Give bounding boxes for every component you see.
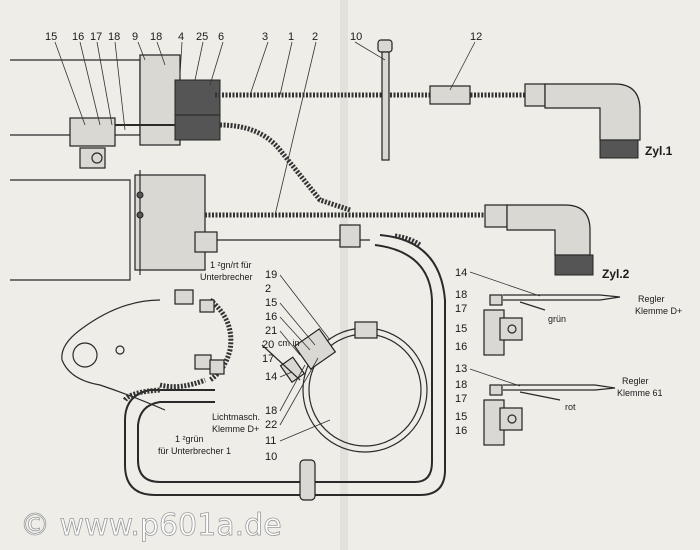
wire-color-label: rot <box>565 402 576 412</box>
right-top-labels: 14 18 17 15 16 Regler Klemme D+ grün <box>455 267 682 353</box>
cable-clamp-10-top <box>377 39 393 161</box>
part-number: 25 <box>196 31 208 43</box>
cylinder-1-lead <box>215 83 641 159</box>
engine-block <box>10 59 206 281</box>
part-number: 14 <box>455 267 467 279</box>
alternator-sketch <box>61 289 234 411</box>
part-number: 6 <box>218 31 224 43</box>
right-bottom-labels: 13 18 17 15 16 Regler Klemme 61 rot <box>455 363 663 437</box>
part-number: 18 <box>455 379 467 391</box>
cable-loop <box>122 233 446 501</box>
cylinder-1-plug-cap <box>544 83 641 141</box>
distributor-assembly <box>69 54 221 169</box>
part-number: 16 <box>455 425 467 437</box>
wire-color-label: grün <box>548 314 566 324</box>
gruen-label-1: 1 ²grün <box>175 434 204 444</box>
regler-label: Regler <box>638 294 665 304</box>
cylinder-2-lead <box>194 122 594 276</box>
part-number: 17 <box>455 303 467 315</box>
center-connector-assembly <box>261 328 337 384</box>
part-number: 18 <box>455 289 467 301</box>
part-number: 18 <box>150 31 162 43</box>
part-number: 10 <box>350 31 362 43</box>
center-part-numbers: 19 2 15 16 21 20 17 14 18 22 11 10 <box>262 269 277 463</box>
part-number: 15 <box>455 411 467 423</box>
cylinder-1-label: Zyl.1 <box>645 144 673 158</box>
klemme-61-label: Klemme 61 <box>617 388 663 398</box>
part-number: 9 <box>132 31 138 43</box>
part-number: 10 <box>265 451 277 463</box>
part-number: 22 <box>265 419 277 431</box>
center-leader-lines <box>279 274 331 442</box>
clamp-ring-11 <box>302 321 428 453</box>
part-number: 15 <box>455 323 467 335</box>
part-number: 14 <box>265 371 277 383</box>
part-number: 17 <box>90 31 102 43</box>
regler-label: Regler <box>622 376 649 386</box>
part-number: 11 <box>265 435 276 447</box>
cm-label: cm in <box>278 338 300 348</box>
part-number: 16 <box>265 311 277 323</box>
part-number: 12 <box>470 31 482 43</box>
lichtmasch-label-2: Klemme D+ <box>212 424 259 434</box>
part-number: 18 <box>108 31 120 43</box>
lichtmasch-label-1: Lichtmasch. <box>212 412 260 422</box>
part-number: 17 <box>262 353 274 365</box>
part-number: 15 <box>45 31 57 43</box>
watermark: © www.p601a.de <box>20 508 282 543</box>
unterbrecher-top-label-1: 1 ²gn/rt für <box>210 260 252 270</box>
leader-lines <box>54 41 476 216</box>
part-number: 21 <box>265 325 277 337</box>
part-number: 4 <box>178 31 184 43</box>
cylinder-2-plug-cap <box>506 204 591 256</box>
part-number: 3 <box>262 31 268 43</box>
regulator-d-plus-connector <box>483 294 621 356</box>
part-number: 16 <box>72 31 84 43</box>
distributor-body <box>69 117 116 147</box>
part-number: 13 <box>455 363 467 375</box>
regulator-61-connector <box>483 384 616 446</box>
part-number: 19 <box>265 269 277 281</box>
cylinder-2-plug <box>554 254 594 276</box>
ignition-coil-housing <box>134 174 206 271</box>
cable-clamp-10-bottom <box>299 459 316 501</box>
part-number: 2 <box>265 283 271 295</box>
top-part-numbers: 15 16 17 18 9 18 4 25 6 3 1 2 10 12 <box>45 31 482 43</box>
part-number: 16 <box>455 341 467 353</box>
part-number: 20 <box>262 339 274 351</box>
part-number: 17 <box>455 393 467 405</box>
part-number: 2 <box>312 31 318 43</box>
klemme-d-plus-label: Klemme D+ <box>635 306 682 316</box>
gruen-label-2: für Unterbrecher 1 <box>158 446 231 456</box>
part-number: 1 <box>288 31 294 43</box>
part-number: 15 <box>265 297 277 309</box>
unterbrecher-top-label-2: Unterbrecher <box>200 272 253 282</box>
page-fold <box>340 0 348 550</box>
cylinder-2-label: Zyl.2 <box>602 267 630 281</box>
part-number: 18 <box>265 405 277 417</box>
cylinder-1-plug <box>599 139 639 159</box>
